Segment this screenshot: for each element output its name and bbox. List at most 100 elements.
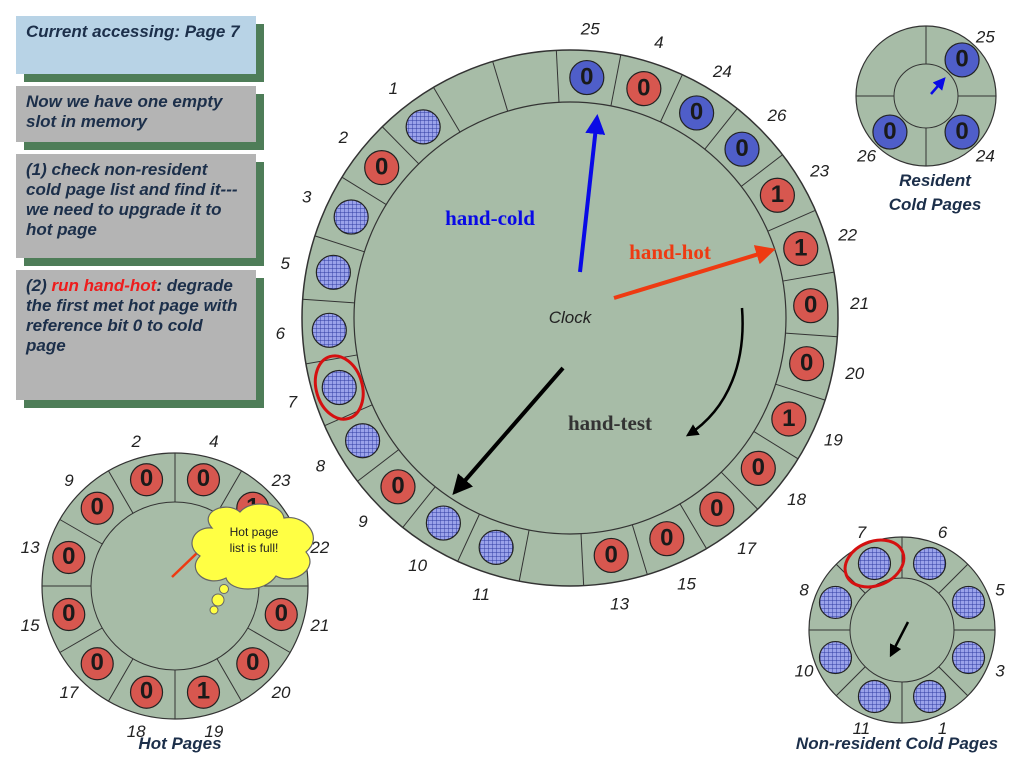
nonresident-cold-hand (889, 621, 910, 658)
clock-slot-divider (775, 383, 826, 401)
nonresident-cold-highlight-oval (843, 538, 906, 589)
hot-pages-reference-bit: 0 (62, 600, 75, 627)
clock-slot-page-number: 4 (654, 33, 663, 52)
clock-slot-reference-bit: 0 (660, 524, 673, 551)
hot-pages-page-marker (236, 647, 270, 681)
clock-slot-page: 5 (281, 254, 351, 290)
nonresident-cold-page: 10 (795, 640, 853, 681)
clock-slot-page-number: 19 (824, 430, 843, 449)
nonresident-cold-divider (835, 563, 866, 594)
resident-cold-page-marker (944, 42, 980, 78)
hot-pages-page-marker (186, 675, 221, 709)
nonresident-cold-caption: Non-resident Cold Pages (796, 734, 998, 753)
hot-pages-page: 02 (129, 432, 164, 497)
hot-pages-page-number: 18 (127, 722, 146, 741)
hot-pages-page-marker (80, 647, 114, 681)
hot-pages-page-marker (186, 463, 221, 497)
clock-slot-page-marker (783, 230, 819, 267)
resident-cold-page-number: 26 (856, 146, 876, 165)
hot-pages-reference-bit: 0 (62, 543, 75, 570)
clock-slot-page-marker (740, 450, 776, 487)
clock-slot-page: 0 21 (793, 288, 869, 324)
clock-slot-page-number: 13 (610, 595, 629, 614)
clock-slot-page: 123 (759, 161, 830, 213)
hand-test-arrow (452, 366, 565, 496)
clock-slot-page-marker (593, 537, 629, 574)
clock-slot-page-number: 11 (472, 585, 490, 604)
clock-slot-page-number: 20 (844, 364, 864, 383)
hot-pages-page-marker (129, 675, 164, 709)
hand-hot-arrow (613, 245, 776, 300)
clock-slot-divider (341, 176, 387, 205)
clock-slot-divider (660, 74, 683, 123)
clock-slot-page: 013 (593, 537, 630, 614)
clock-slot-reference-bit: 0 (804, 292, 817, 319)
hot-pages-page: 119 (186, 675, 224, 741)
clock-slot-divider (492, 61, 509, 112)
nonresident-cold-page: 5 (951, 580, 1005, 620)
note-step-1: (1) check non-resident cold page list an… (16, 154, 256, 258)
hot-pages-page-number: 21 (309, 616, 329, 635)
clock-slot-page: 3 (302, 188, 369, 235)
nonresident-cold-page: 3 (951, 640, 1005, 681)
resident-cold-page-marker (872, 114, 908, 150)
hot-pages-page: 0 21 (264, 597, 329, 635)
clock-slot-page-number: 18 (787, 490, 806, 509)
clock-slot-page-marker (699, 491, 735, 527)
clock-slot-page-number: 3 (302, 188, 312, 207)
hot-pages-reference-bit: 0 (275, 600, 288, 627)
hot-pages-page-number: 13 (21, 538, 40, 557)
rotation-direction-arrow (685, 307, 744, 437)
clock-slot-page-number: 10 (408, 556, 427, 575)
clock-slot-page: 017 (699, 491, 757, 558)
clock-slot-divider (555, 50, 560, 103)
note-step-2-suffix: : degrade the first met hot page with re… (26, 276, 238, 355)
clock-slot-page-marker (478, 529, 514, 566)
clock-slot-page: 1 (389, 79, 441, 145)
clock-slot-page-marker (425, 505, 461, 541)
resident-cold-hand (930, 77, 946, 95)
clock-slot-page: 11 (472, 529, 514, 604)
clock-slot-page-marker (321, 369, 357, 406)
clock-slot-page-number: 21 (849, 294, 869, 313)
clock-slot-page: 7 (288, 354, 365, 421)
hot-pages-page-marker (80, 491, 114, 525)
hot-pages-page-number: 15 (21, 616, 40, 635)
clock-slot-page-number: 17 (737, 539, 756, 558)
clock-slot-highlight-oval (313, 354, 365, 421)
clock-slot-divider (720, 471, 759, 510)
clock-slot-divider (631, 524, 648, 575)
nonresident-cold-page-marker (951, 585, 986, 620)
clock-slot-page-number: 5 (281, 254, 291, 273)
main-clock-inner-face (353, 101, 787, 535)
clock-slot-page: 026 (724, 106, 787, 167)
clock-slot-reference-bit: 0 (800, 349, 813, 376)
clock-slot-page: 018 (740, 450, 807, 509)
nonresident-cold-page-number: 11 (853, 719, 871, 738)
nonresident-cold-page: 6 (912, 523, 948, 581)
clock-slot-page: 02 (338, 128, 400, 186)
clock-slot-divider (457, 513, 480, 562)
clock-slot-reference-bit: 0 (580, 63, 593, 90)
nonresident-cold-page-number: 3 (995, 662, 1005, 681)
clock-slot-page-number: 15 (677, 575, 696, 594)
resident-cold-page-number: 24 (975, 146, 995, 165)
clock-slot-divider (433, 87, 461, 133)
clock-slot-page-marker (569, 59, 605, 96)
nonresident-cold-page-marker (818, 640, 853, 675)
clock-slot-reference-bit: 0 (637, 74, 650, 101)
clock-slot-page: 0 20 (789, 346, 865, 383)
clock-slot-page-number: 1 (389, 79, 398, 98)
hot-pages-reference-bit: 0 (140, 465, 153, 492)
note-current-accessing: Current accessing: Page 7 (16, 16, 256, 74)
clock-slot-divider (782, 271, 835, 282)
clock-slot-page-marker (626, 70, 662, 107)
clock-slot-page: 0 15 (649, 521, 697, 594)
nonresident-cold-page-number: 8 (799, 580, 809, 599)
clock-slot-reference-bit: 0 (391, 473, 404, 500)
hot-pages-divider (59, 519, 103, 545)
hot-pages-page-marker (129, 463, 164, 497)
clock-slot-page-number: 2 (338, 128, 349, 147)
clock-slot-page-number: 25 (580, 20, 600, 39)
